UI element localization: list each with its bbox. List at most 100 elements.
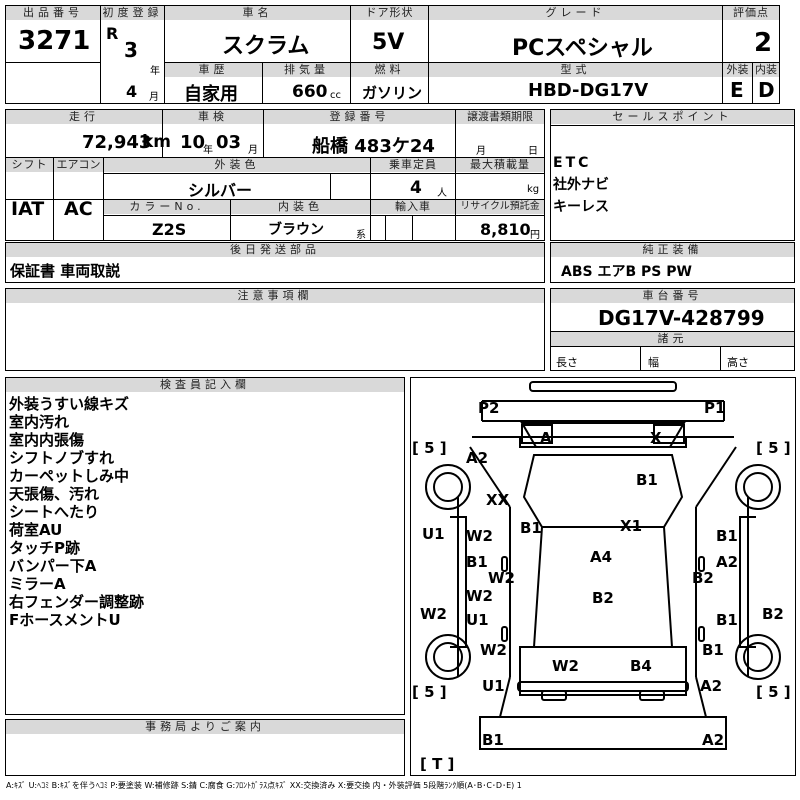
inspector-section [5, 377, 405, 715]
car-name-label: 車名 [165, 6, 350, 20]
office-label: 事務局よりご案内 [6, 720, 404, 734]
note-line: バンパー下A [9, 557, 97, 575]
dims-length: 長さ [556, 356, 578, 369]
model: HBD-DG17V [528, 80, 649, 101]
tire-label-fr: [ 5 ] [756, 439, 791, 457]
insp-month-unit: 月 [248, 145, 258, 156]
equipment-value: ABS エアB PS PW [561, 264, 692, 280]
windshield-shape [520, 422, 686, 448]
damage-diagram-frame [410, 377, 796, 776]
grade: PCスペシャル [512, 36, 653, 61]
note-line: 室内内張傷 [9, 431, 85, 449]
mileage-unit: km [142, 132, 172, 152]
mark: P2 [478, 399, 499, 417]
note-line: カーペットしみ中 [9, 467, 130, 485]
int-color-unit: 系 [356, 230, 366, 241]
rear-panel-shape [479, 716, 727, 750]
mark: A2 [700, 677, 722, 695]
tire-rear-right [735, 634, 781, 680]
mark: W2 [488, 569, 515, 587]
door-label: ドア形状 [351, 6, 428, 20]
fuel: ガソリン [362, 84, 423, 102]
shift: IAT [11, 198, 45, 220]
mark: W2 [466, 527, 493, 545]
recycle: 8,810 [480, 220, 531, 239]
note-line: ミラーA [9, 575, 66, 593]
transfer-day: 日 [528, 146, 538, 157]
plate-label: 登録番号 [264, 110, 455, 124]
mark: A [540, 429, 552, 447]
ext-score: E [730, 78, 744, 102]
era: R [106, 24, 119, 43]
note-line: 室内汚れ [9, 413, 70, 431]
chassis-label: 車台番号 [551, 289, 794, 303]
mark: U1 [466, 611, 489, 629]
int-score: D [758, 78, 775, 102]
load-label: 最大積載量 [456, 158, 544, 172]
tire-label-fl: [ 5 ] [412, 439, 447, 457]
int-color-label: 内装色 [231, 200, 370, 214]
lot-no: 3271 [18, 26, 91, 56]
mileage-label: 走行 [6, 110, 162, 124]
score-label: 評価点 [723, 6, 779, 20]
plate: 船橋 483ケ24 [312, 136, 435, 157]
insp-month: 03 [216, 132, 242, 153]
displacement-label: 排気量 [263, 63, 350, 77]
rear-cargo-shape [519, 646, 687, 696]
displacement-unit: cc [330, 90, 341, 101]
mark: A2 [716, 553, 738, 571]
mark: B1 [466, 553, 488, 571]
mark: W2 [480, 641, 507, 659]
int-label: 内装 [753, 63, 779, 77]
rear-bumper-shape [517, 681, 689, 692]
color-label: 外装色 [104, 158, 370, 172]
shift-label: シフト [6, 158, 53, 172]
model-label: 型式 [429, 63, 722, 77]
front-bumper-shape [529, 381, 677, 392]
sales-label: セールスポイント [551, 110, 794, 124]
int-color: ブラウン [268, 222, 324, 238]
tire-front-right [735, 464, 781, 510]
recycle-label: リサイクル預託金 [456, 200, 544, 214]
capacity-unit: 人 [437, 188, 447, 199]
fuel-label: 燃料 [351, 63, 428, 77]
sales-point-list: ETC 社外ナビ キーレス [553, 152, 609, 218]
tire-rear-left [425, 634, 471, 680]
note-line: FホースメントU [9, 611, 121, 629]
reg-month: 4 [126, 82, 138, 101]
mark: U1 [482, 677, 505, 695]
mark: B1 [482, 731, 504, 749]
lot-no-label: 出品番号 [6, 6, 100, 20]
insp-year-unit: 年 [203, 145, 213, 156]
mileage: 72,943 [82, 132, 152, 153]
mark: A2 [702, 731, 724, 749]
month-unit: 月 [149, 92, 159, 103]
mark: P1 [704, 399, 725, 417]
tire-label-rl: [ 5 ] [412, 683, 447, 701]
header-section [5, 5, 780, 104]
mark: A4 [590, 548, 612, 566]
dims-height: 高さ [727, 356, 749, 369]
shipping-value: 保証書 車両取説 [10, 262, 121, 280]
sales-point: ETC [553, 155, 592, 171]
mark: W2 [420, 605, 447, 623]
transfer-month: 月 [476, 146, 486, 157]
note-line: シフトノブすれ [9, 449, 115, 467]
headlight-left [521, 424, 553, 444]
mark: B2 [592, 589, 614, 607]
mark: B4 [630, 657, 652, 675]
transfer-label: 譲渡書類期限 [456, 110, 544, 124]
color-no-label: カラーNo. [104, 200, 230, 214]
mark: U1 [422, 525, 445, 543]
load-unit: kg [527, 184, 540, 195]
first-reg-label: 初度登録 [101, 6, 164, 20]
hood-shape [519, 436, 687, 448]
note-line: 荷室AU [9, 521, 63, 539]
note-line: 天張傷、汚れ [9, 485, 100, 503]
equipment-label: 純正装備 [551, 243, 794, 257]
dims-width: 幅 [648, 356, 659, 369]
capacity: 4 [410, 178, 422, 198]
ac: AC [64, 198, 93, 220]
chassis-number: DG17V-428799 [598, 306, 765, 330]
history-label: 車歴 [165, 63, 262, 77]
